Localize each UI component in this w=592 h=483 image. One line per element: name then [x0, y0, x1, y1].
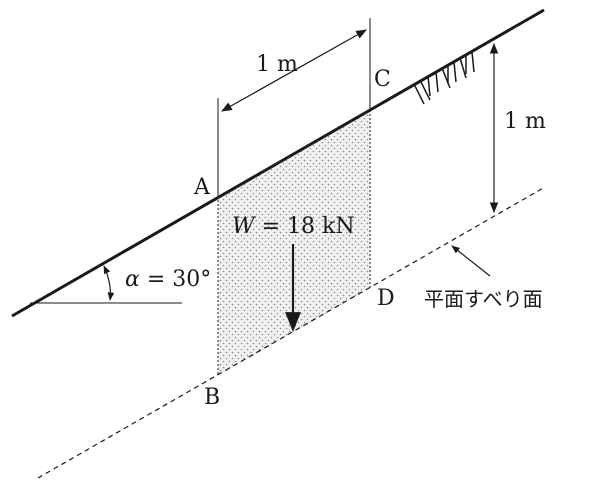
label-angle: α = 30°	[125, 267, 211, 292]
label-slip-surface: 平面すべり面	[424, 287, 543, 311]
label-point-d: D	[377, 286, 395, 311]
weight-symbol: W	[232, 214, 257, 239]
width-dimension-arrow	[221, 29, 367, 112]
slip-surface-leader	[451, 245, 491, 277]
soil-block	[218, 110, 370, 376]
label-point-b: B	[204, 385, 220, 410]
label-width-dimension: 1 m	[256, 52, 298, 77]
label-point-c: C	[374, 67, 391, 92]
slip-surface-line	[37, 186, 546, 479]
label-point-a: A	[193, 175, 211, 200]
label-weight: W = 18 kN	[232, 214, 355, 239]
label-depth-dimension: 1 m	[504, 109, 546, 134]
angle-value: = 30°	[140, 267, 211, 292]
weight-value: = 18 kN	[255, 214, 355, 239]
ground-hatch	[413, 51, 475, 105]
angle-arc	[103, 265, 115, 301]
angle-symbol: α	[125, 267, 140, 292]
ground-surface-line	[11, 8, 545, 318]
